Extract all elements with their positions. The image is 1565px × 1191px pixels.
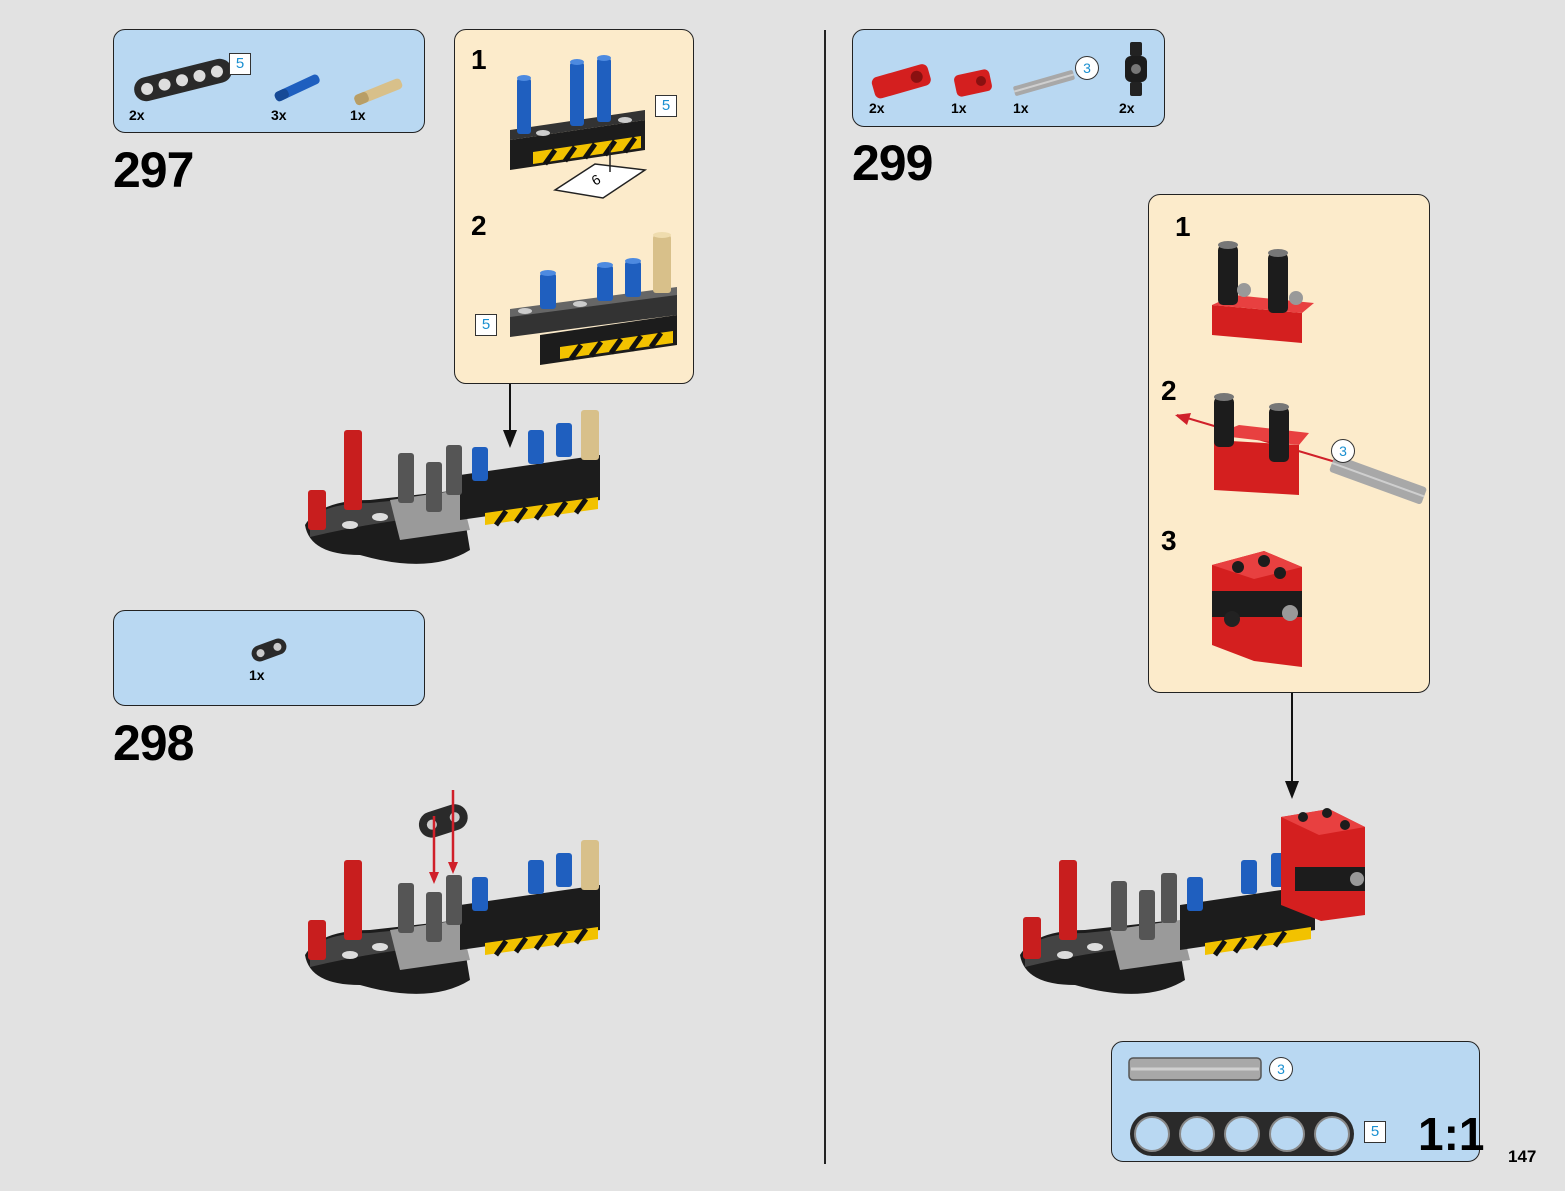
step-297-number: 297 bbox=[113, 142, 194, 198]
step-298-parts-box: 1x bbox=[113, 610, 425, 706]
step-299-assembly-icon bbox=[1020, 808, 1365, 994]
beam-length-badge: 5 bbox=[229, 53, 251, 75]
link-black-icon bbox=[251, 638, 287, 662]
pin-tan-icon bbox=[354, 78, 403, 106]
axle-scale-icon bbox=[1128, 1057, 1262, 1081]
qty-connector-red: 2x bbox=[869, 100, 885, 116]
connector-red-small-icon bbox=[954, 69, 992, 97]
scale-axle-badge: 3 bbox=[1269, 1057, 1293, 1081]
axle-length-badge: 3 bbox=[1075, 56, 1099, 80]
qty-link: 1x bbox=[249, 667, 265, 683]
step-299-number: 299 bbox=[852, 135, 933, 191]
step-298-number: 298 bbox=[113, 715, 194, 771]
substep-2-connector-icon bbox=[1175, 393, 1427, 505]
scale-reference-box: 3 5 1:1 bbox=[1111, 1041, 1484, 1162]
axle-grey-icon bbox=[1013, 70, 1075, 96]
beam-5-black-icon bbox=[134, 58, 232, 102]
qty-pin-blue: 3x bbox=[271, 107, 287, 123]
qty-beam: 2x bbox=[129, 107, 145, 123]
down-arrow-icon bbox=[503, 384, 517, 448]
step-297-assembly-icon bbox=[305, 410, 600, 564]
qty-pin-tan: 1x bbox=[350, 107, 366, 123]
substep-1-assembly-icon: 6 bbox=[510, 55, 648, 199]
substep-2-label: 2 bbox=[471, 210, 487, 241]
step-297-parts-box: 5 2x 3x 1x bbox=[113, 29, 425, 133]
substep-1-label: 1 bbox=[471, 44, 487, 75]
substep-3-connector-icon bbox=[1212, 551, 1302, 667]
scale-label: 1:1 bbox=[1418, 1108, 1485, 1160]
substep-2-label: 2 bbox=[1161, 375, 1177, 406]
connector-black-icon bbox=[1125, 42, 1147, 96]
substep-2-axle-badge: 3 bbox=[1331, 439, 1355, 463]
step-297-subassembly-box: 1 2 6 5 5 bbox=[454, 29, 694, 384]
substep-2-assembly-icon bbox=[510, 232, 677, 365]
connector-red-icon bbox=[871, 64, 931, 99]
qty-connector-red-small: 1x bbox=[951, 100, 967, 116]
page-divider bbox=[824, 30, 826, 1164]
qty-axle-grey: 1x bbox=[1013, 100, 1029, 116]
step-298-assembly-icon bbox=[305, 790, 600, 994]
beam-scale-icon bbox=[1130, 1112, 1354, 1156]
scale-beam-badge: 5 bbox=[1364, 1121, 1386, 1143]
qty-connector-black: 2x bbox=[1119, 100, 1135, 116]
step-299-parts-box: 2x 1x 3 1x 2x bbox=[852, 29, 1165, 127]
page-number: 147 bbox=[1508, 1147, 1537, 1166]
substep-1-length-badge: 5 bbox=[655, 95, 677, 117]
substep-2-length-badge: 5 bbox=[475, 314, 497, 336]
down-arrow-icon bbox=[1285, 693, 1299, 799]
substep-1-label: 1 bbox=[1175, 211, 1191, 242]
substep-3-label: 3 bbox=[1161, 525, 1177, 556]
step-299-subassembly-box: 1 2 3 3 bbox=[1148, 194, 1430, 693]
substep-1-connector-icon bbox=[1212, 241, 1314, 343]
pin-blue-icon bbox=[274, 74, 320, 102]
